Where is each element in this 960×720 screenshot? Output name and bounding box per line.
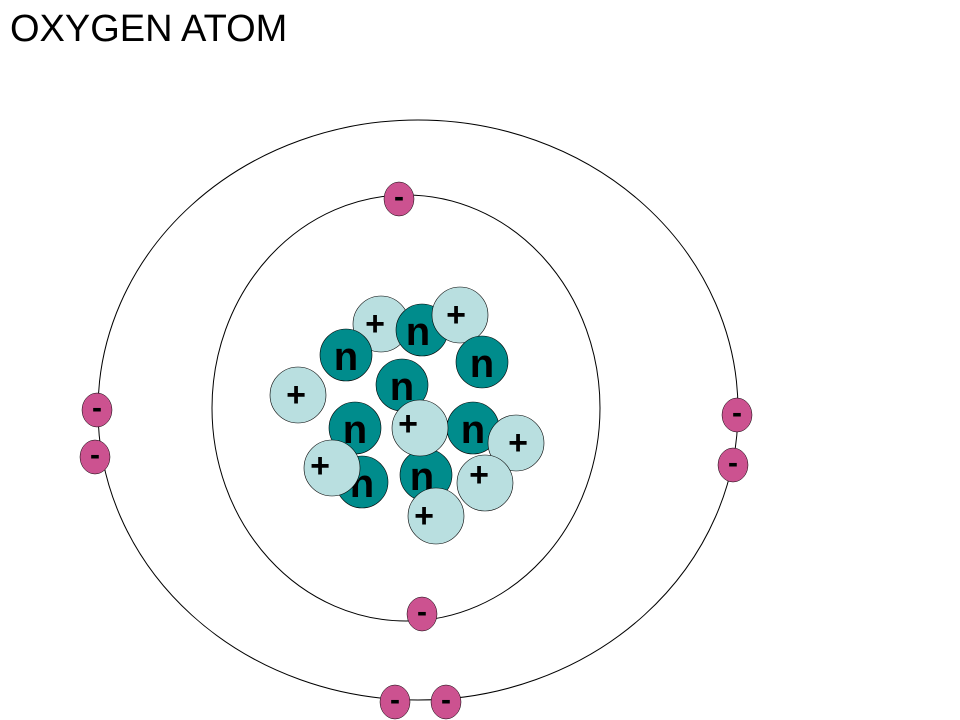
electron-symbol: - [394,181,404,214]
proton-circle [303,439,361,497]
electron-symbol: - [92,392,102,425]
proton-symbol: + [469,456,489,494]
electron-symbol: - [441,684,451,717]
proton-circle [431,286,489,344]
proton-particle: + [269,366,327,424]
electron-particle: - [717,447,749,483]
neutron-symbol: n [461,408,485,452]
neutron-symbol: n [470,342,494,386]
proton-circle [407,487,465,545]
electron-ellipse [379,684,411,720]
electron-particle: - [383,181,415,217]
proton-particle: + [456,454,514,512]
proton-particle: + [487,414,545,472]
neutron-particle: n [455,335,509,389]
neutron-particle: n [375,358,429,412]
proton-particle: + [352,295,410,353]
proton-symbol: + [414,497,434,535]
proton-symbol: + [508,424,528,462]
neutron-circle [455,335,509,389]
proton-symbol: + [310,447,330,485]
electron-symbol: - [728,447,738,480]
diagram-title: OXYGEN ATOM [10,8,288,50]
neutron-particle: n [319,328,373,382]
electron-symbol: - [90,439,100,472]
proton-particle: + [431,286,489,344]
electron-particle: - [430,684,462,720]
proton-circle [269,366,327,424]
electron-ellipse [406,596,438,632]
electron-ellipse [430,684,462,720]
electron-particle: - [721,397,753,433]
proton-symbol: + [365,305,385,343]
electron-particle: - [79,439,111,475]
proton-particle: + [391,399,449,457]
electron-ellipse [721,397,753,433]
proton-symbol: + [286,376,306,414]
electron-symbol: - [732,397,742,430]
neutron-symbol: n [334,335,358,379]
proton-particle: + [303,439,361,497]
proton-particle: + [407,487,465,545]
electron-particle: - [81,392,113,428]
proton-symbol: + [398,405,418,443]
electron-symbol: - [417,596,427,629]
neutron-particle: n [328,401,382,455]
electron-ellipse [383,181,415,217]
neutron-circle [319,328,373,382]
neutron-particle: n [446,401,500,455]
electron-ellipse [81,392,113,428]
electron-particle: - [379,684,411,720]
electron-ellipse [717,447,749,483]
electron-symbol: - [390,684,400,717]
proton-circle [487,414,545,472]
proton-circle [391,399,449,457]
proton-symbol: + [446,296,466,334]
electron-ellipse [79,439,111,475]
electron-particle: - [406,596,438,632]
proton-circle [456,454,514,512]
electrons: - - - - - - - - [79,181,753,720]
neutron-symbol: n [406,310,430,354]
